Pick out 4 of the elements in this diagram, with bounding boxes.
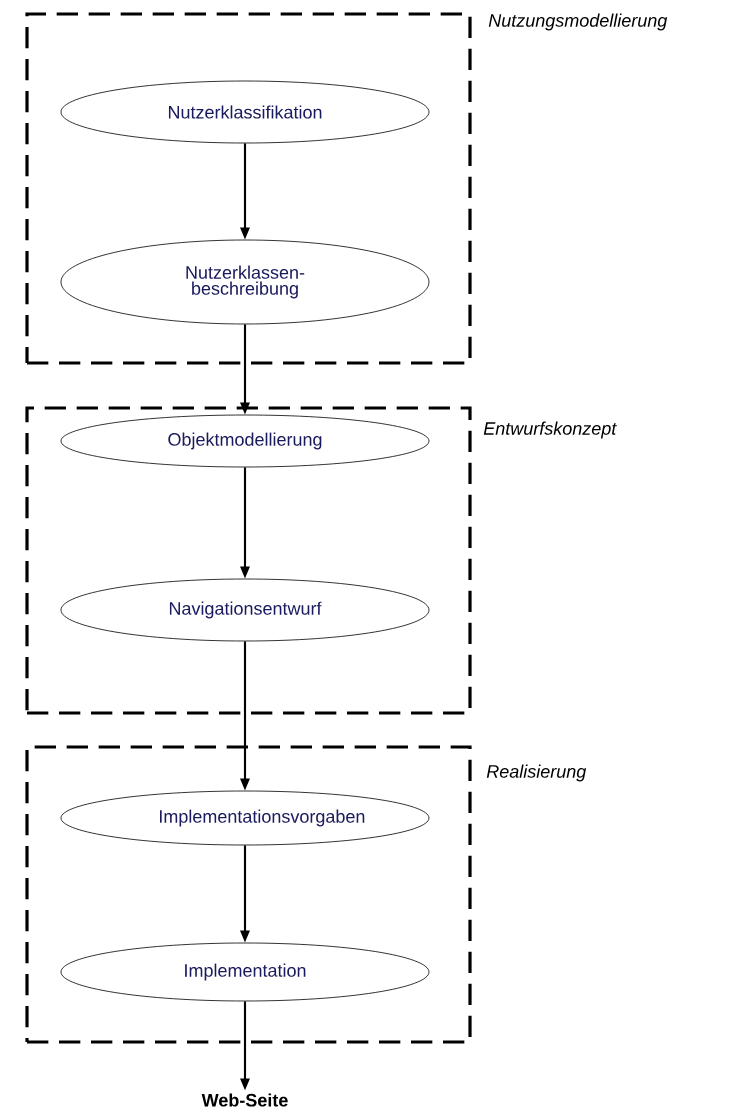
frame-heading: Realisierung [486,764,587,782]
result-label: Web-Seite [201,1093,288,1107]
frame-heading: Entwurfskonzept [483,421,617,439]
frame-heading: Nutzungsmodellierung [488,13,668,31]
